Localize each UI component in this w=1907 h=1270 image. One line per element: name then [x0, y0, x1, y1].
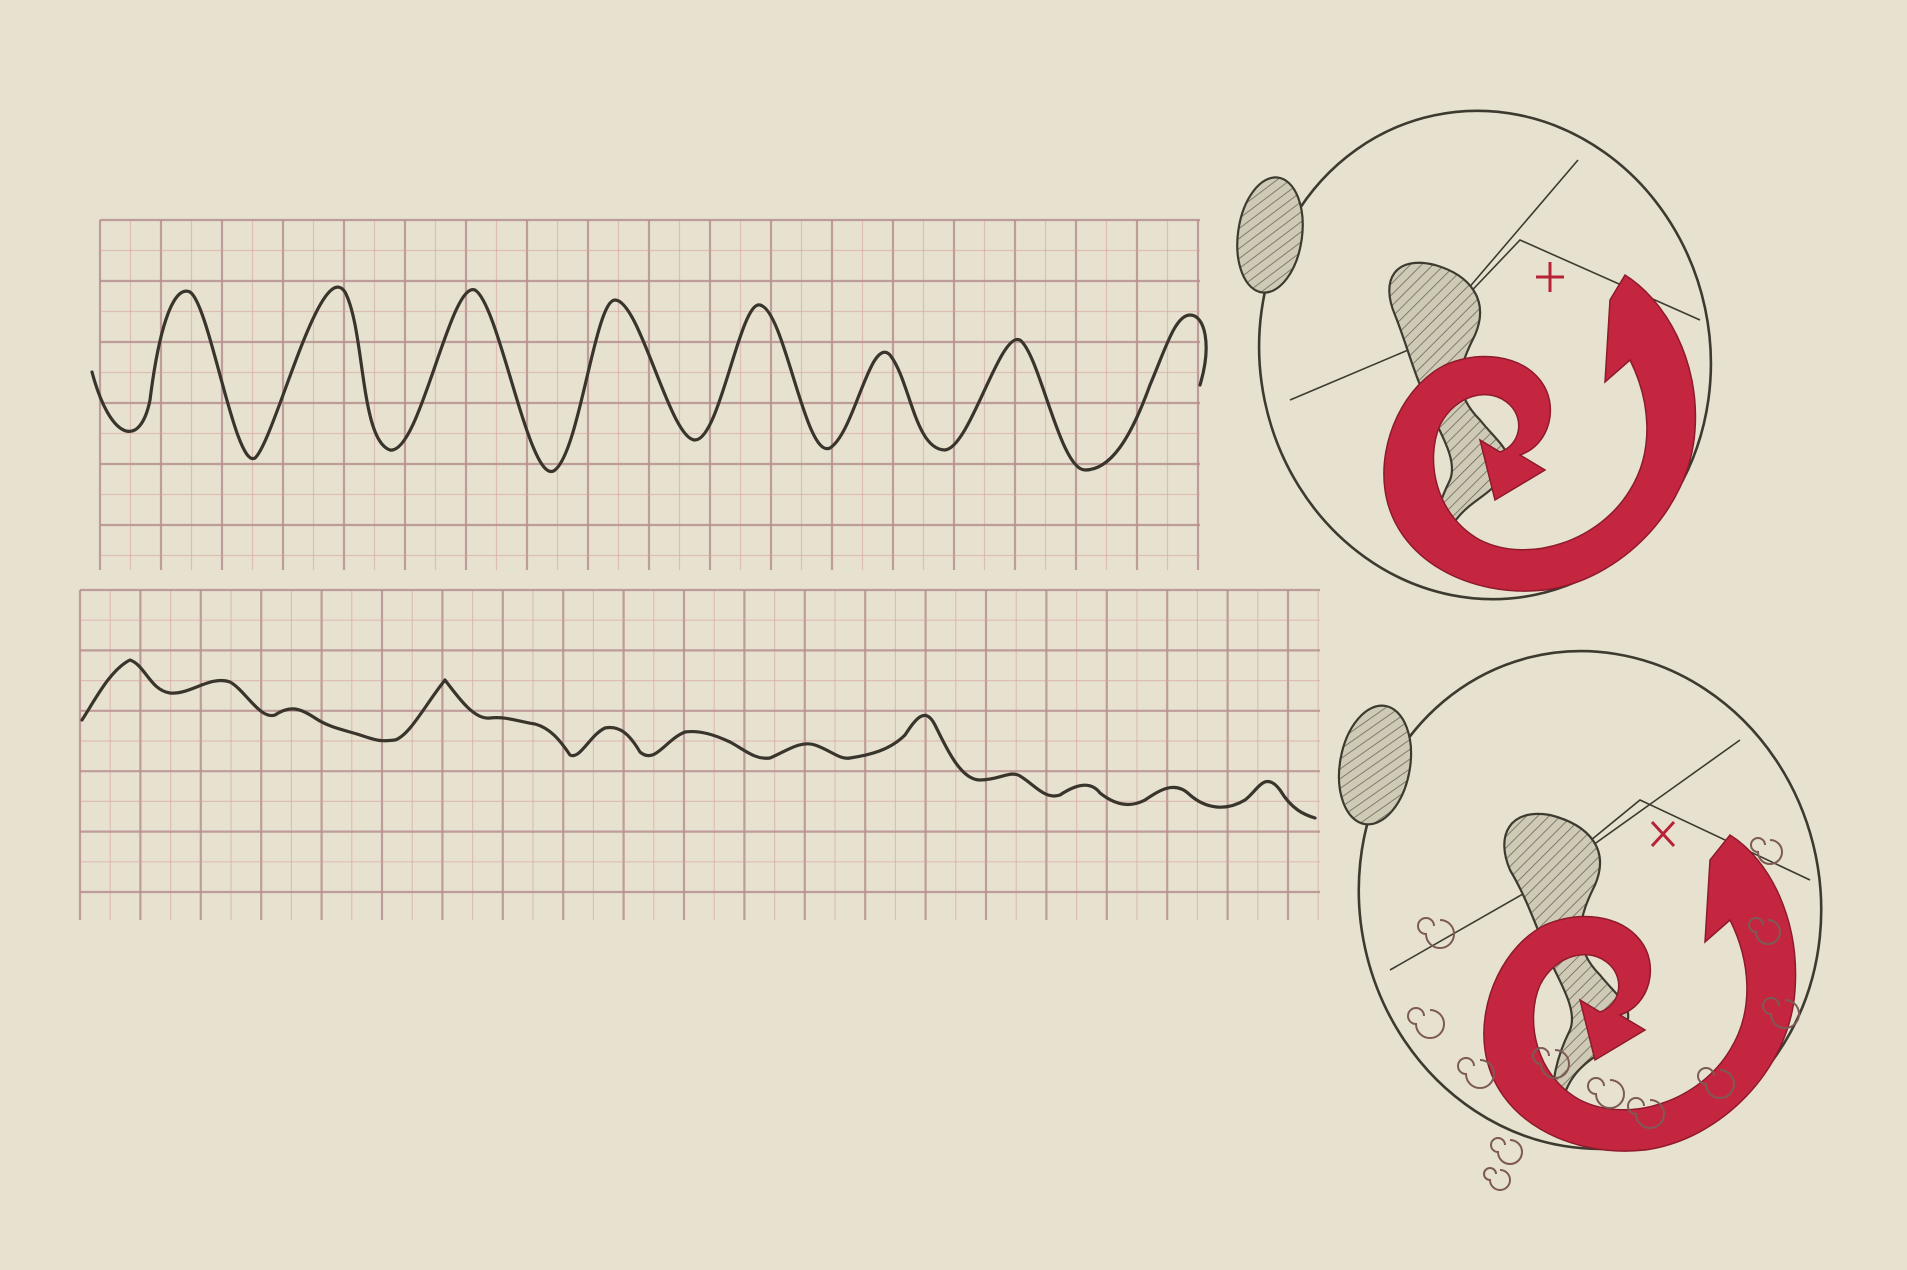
paper-background: [0, 0, 1907, 1270]
ecg-figure: [0, 0, 1907, 1270]
